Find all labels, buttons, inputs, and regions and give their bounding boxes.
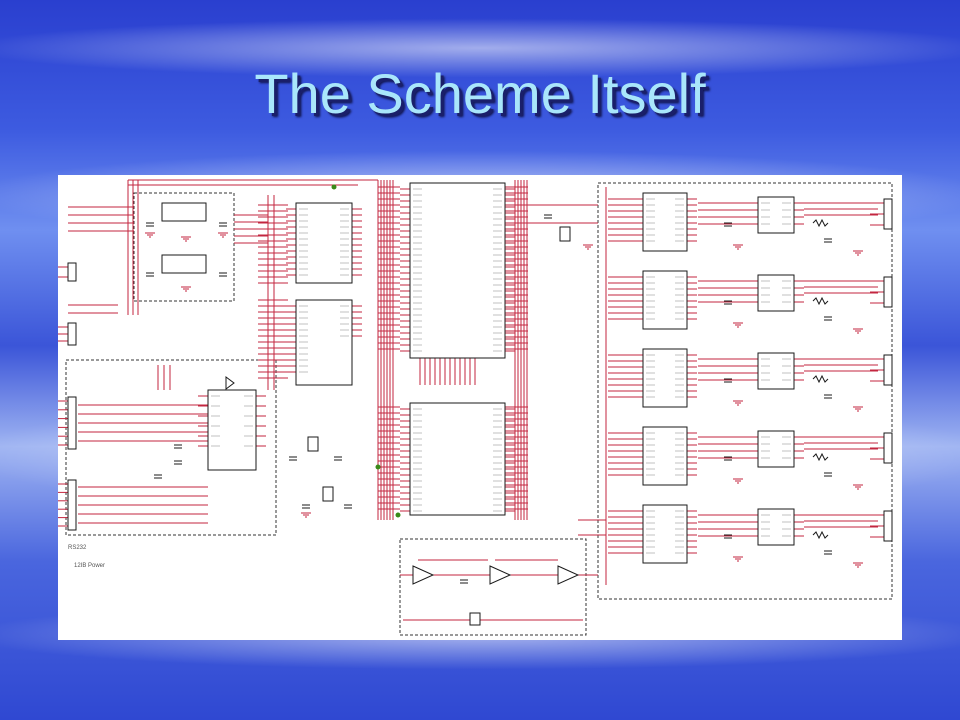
crystal xyxy=(559,226,571,242)
chip-body xyxy=(642,270,688,330)
connector xyxy=(67,396,77,450)
chip-body xyxy=(409,402,506,516)
resistor xyxy=(812,530,829,540)
chip-body xyxy=(757,274,795,312)
chip-body xyxy=(642,504,688,564)
chip-body xyxy=(409,182,506,359)
ground-symbol xyxy=(853,562,863,568)
ground-symbol xyxy=(853,406,863,412)
chip-body xyxy=(207,389,257,471)
wires xyxy=(58,179,884,621)
connector xyxy=(67,322,77,346)
connector xyxy=(883,354,893,386)
crystal xyxy=(469,612,481,626)
connectors xyxy=(67,198,893,542)
chip-body xyxy=(757,508,795,546)
inverter xyxy=(557,565,580,585)
inverter xyxy=(412,565,435,585)
ground-symbol xyxy=(853,328,863,334)
ground-symbol xyxy=(733,478,743,484)
crystal xyxy=(307,436,319,452)
chip-body xyxy=(757,430,795,468)
ground-symbol xyxy=(145,232,155,238)
crystal xyxy=(322,486,334,502)
resistor xyxy=(812,452,829,462)
chip-body xyxy=(757,196,795,234)
chip-body xyxy=(161,202,207,222)
background-streak xyxy=(0,18,960,78)
chip-body xyxy=(161,254,207,274)
ground-symbol xyxy=(583,244,593,250)
junction xyxy=(331,184,337,190)
connector xyxy=(883,432,893,464)
connector xyxy=(67,479,77,531)
dashed-region xyxy=(597,182,893,600)
junction xyxy=(375,464,381,470)
dashed-region xyxy=(133,192,235,302)
connector xyxy=(883,510,893,542)
chip-body xyxy=(295,299,353,386)
ground-symbol xyxy=(181,286,191,292)
power-label: 12IB Power xyxy=(74,563,106,569)
ground-symbol xyxy=(301,512,311,518)
inverter xyxy=(489,565,512,585)
chips xyxy=(161,182,795,564)
ground-symbol xyxy=(853,250,863,256)
diode xyxy=(225,376,235,390)
circuit-schematic: 12IB Power RS232 xyxy=(58,175,902,640)
ground-symbol xyxy=(733,400,743,406)
slide-title: The Scheme Itself xyxy=(254,62,706,125)
ground-symbol xyxy=(733,244,743,250)
chip-body xyxy=(642,426,688,486)
ground-symbol xyxy=(733,322,743,328)
chip-body xyxy=(642,192,688,252)
chip-body xyxy=(642,348,688,408)
schematic-drawing xyxy=(58,179,893,636)
dashed-region xyxy=(65,359,277,536)
chip-body xyxy=(757,352,795,390)
dashed-regions xyxy=(65,182,893,636)
junction xyxy=(395,512,401,518)
connector xyxy=(883,198,893,230)
ground-symbol xyxy=(733,556,743,562)
dashed-region xyxy=(399,538,587,636)
resistor xyxy=(812,218,829,228)
ground-symbol xyxy=(181,236,191,242)
rs232-label: RS232 xyxy=(68,545,87,551)
components xyxy=(145,184,863,626)
ground-symbol xyxy=(218,232,228,238)
chip-body xyxy=(295,202,353,284)
resistor xyxy=(812,296,829,306)
connector xyxy=(883,276,893,308)
ground-symbol xyxy=(853,484,863,490)
resistor xyxy=(812,374,829,384)
connector xyxy=(67,262,77,282)
